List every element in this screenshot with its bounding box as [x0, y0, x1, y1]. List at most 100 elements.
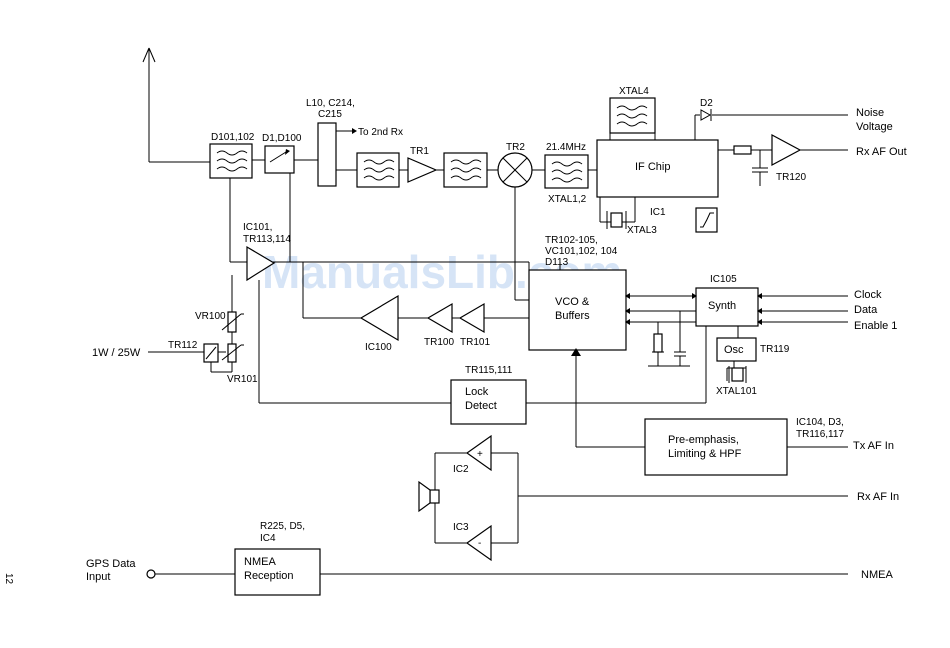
l10-diplexer — [317, 122, 337, 187]
rx-af-in-label: Rx AF In — [857, 491, 899, 503]
nmea-reception-block — [234, 548, 321, 596]
ic2-plus: + — [477, 449, 483, 460]
lock-label-line2: Detect — [465, 400, 497, 412]
pre-emphasis-block — [644, 418, 788, 476]
vco-buffers — [528, 269, 627, 351]
ic101-label-line1: IC101, — [243, 222, 272, 233]
lock-detect-block — [450, 379, 527, 425]
tr2-mixer — [497, 152, 533, 188]
d1-label: D1,D100 — [262, 133, 302, 144]
synth-label: Synth — [708, 300, 736, 312]
tr101-amplifier — [458, 302, 485, 334]
ic101-amplifier — [246, 245, 276, 282]
vr100-label: VR100 — [195, 311, 226, 322]
tr120-label: TR120 — [776, 172, 806, 183]
tr102-label-line3: D113 — [545, 257, 569, 268]
osc-label: Osc — [724, 344, 744, 356]
tr100-label: TR100 — [424, 337, 454, 348]
bandpass-filter-2 — [443, 152, 488, 188]
power-label: 1W / 25W — [92, 347, 141, 359]
gps-label-line2: Input — [86, 571, 110, 583]
d101-filter — [209, 143, 253, 179]
vco-label-line2: Buffers — [555, 310, 590, 322]
tr101-label: TR101 — [460, 337, 490, 348]
nmea-label-line1: NMEA — [244, 556, 276, 568]
xtal3-crystal-icon — [606, 211, 627, 229]
xtal4-filter — [609, 97, 656, 134]
d2-label: D2 — [700, 98, 713, 109]
noise-label-line1: Noise — [856, 107, 884, 119]
xtal101-crystal-icon — [728, 366, 747, 383]
if-chip — [596, 139, 719, 198]
speaker-icon — [418, 480, 440, 513]
if-chip-label: IF Chip — [635, 161, 670, 173]
antenna-icon — [142, 47, 156, 66]
ic100-amplifier — [359, 294, 399, 342]
l10-label-line2: C215 — [318, 109, 342, 120]
ic2-label: IC2 — [453, 464, 469, 475]
ic105-label: IC105 — [710, 274, 737, 285]
page-number: 12 — [3, 573, 14, 585]
d1-switch — [264, 145, 295, 174]
lock-label-line1: Lock — [465, 386, 489, 398]
tr112-device-icon — [203, 343, 219, 363]
pre-label-line1: Pre-emphasis, — [668, 434, 739, 446]
ic3-minus: - — [478, 538, 481, 549]
ic101-label-line2: TR113,114 — [243, 234, 291, 245]
loop-resistor-icon — [653, 333, 663, 353]
d2-diode-icon — [700, 109, 712, 121]
ic1-label: IC1 — [650, 207, 666, 218]
tr1-label: TR1 — [410, 146, 429, 157]
ic2-amplifier — [465, 434, 492, 472]
ic3-amplifier — [465, 524, 492, 562]
ic100-label: IC100 — [365, 342, 392, 353]
synth-block — [695, 287, 759, 327]
bandpass-filter-1 — [356, 152, 400, 188]
synth-input-arrows — [692, 293, 762, 325]
tr2-label: TR2 — [506, 142, 525, 153]
rx-af-out-label: Rx AF Out — [856, 146, 907, 158]
tr1-amplifier — [407, 157, 438, 183]
xtal12-label: XTAL1,2 — [548, 194, 587, 205]
pre-label-line2: Limiting & HPF — [668, 448, 742, 460]
xtal101-label: XTAL101 — [716, 386, 757, 397]
vr101-label: VR101 — [227, 374, 258, 385]
tr100-amplifier — [426, 302, 453, 334]
wiring — [148, 48, 848, 575]
xtal3-label: XTAL3 — [627, 225, 657, 236]
osc-block — [716, 337, 757, 362]
nmea-label-line2: Reception — [244, 570, 294, 582]
mod-arrow-icon — [571, 348, 581, 356]
ic104-label-line1: IC104, D3, — [796, 417, 844, 428]
enable-label: Enable 1 — [854, 320, 897, 332]
gps-connector-icon — [146, 569, 156, 579]
vco-label-line1: VCO & — [555, 296, 590, 308]
xtal4-label: XTAL4 — [619, 86, 649, 97]
l10-label-line1: L10, C214, — [306, 98, 355, 109]
nmea-out-label: NMEA — [861, 569, 893, 581]
d101-label: D101,102 — [211, 132, 255, 143]
resistor-icon — [733, 145, 752, 155]
noise-label-line2: Voltage — [856, 121, 893, 133]
tr119-label: TR119 — [760, 344, 790, 355]
detector-icon — [695, 207, 718, 233]
tr120-amplifier — [771, 133, 802, 167]
tx-af-in-label: Tx AF In — [853, 440, 894, 452]
to-2nd-rx-label: To 2nd Rx — [358, 127, 403, 138]
tr102-label-line2: VC101,102, 104 — [545, 246, 618, 257]
r225-label-line2: IC4 — [260, 533, 276, 544]
tr112-label: TR112 — [168, 340, 198, 351]
tr102-label-line1: TR102-105, — [545, 235, 598, 246]
clock-label: Clock — [854, 289, 882, 301]
r225-label-line1: R225, D5, — [260, 521, 305, 532]
data-label: Data — [854, 304, 878, 316]
xtal1-filter — [544, 154, 589, 189]
ic104-label-line2: TR116,117 — [796, 429, 844, 440]
vr100-pot-icon — [221, 311, 244, 333]
tr115-label: TR115,111 — [465, 365, 513, 376]
vco-port-arrows — [625, 293, 630, 325]
vr101-pot-icon — [221, 343, 244, 363]
freq-label: 21.4MHz — [546, 142, 586, 153]
gps-label-line1: GPS Data — [86, 558, 136, 570]
